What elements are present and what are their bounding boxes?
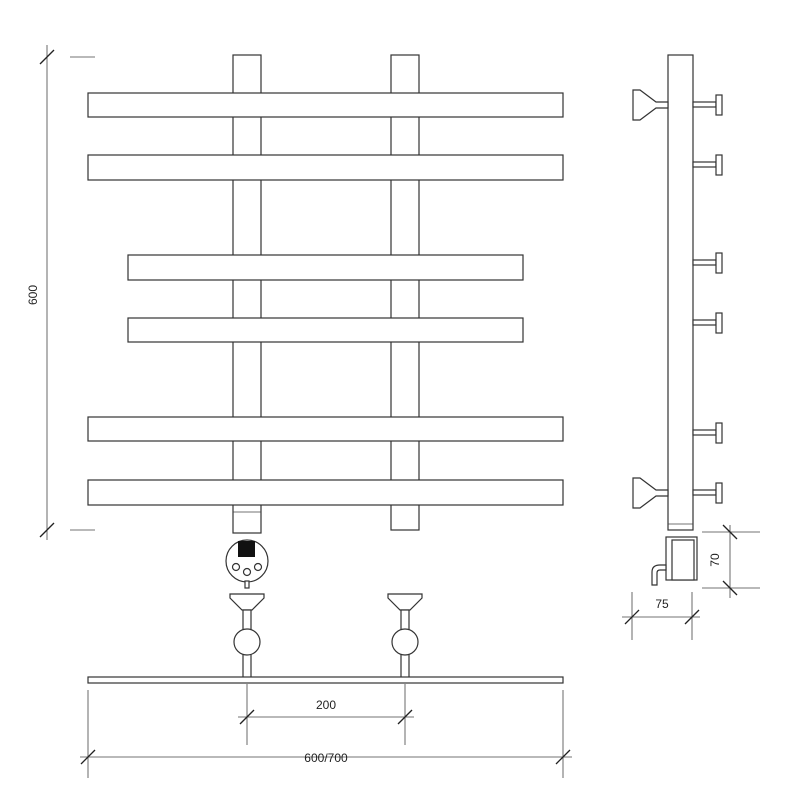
heater-height-dimension: 70: [702, 524, 760, 598]
side-heater: [651, 536, 698, 586]
side-hooks: [692, 94, 723, 504]
bar-1: [87, 92, 564, 118]
side-view: [632, 54, 723, 586]
left-post: [232, 54, 262, 534]
bar-3: [127, 254, 524, 281]
front-view: [87, 54, 564, 684]
mount-spacing-dimension: 200: [238, 684, 414, 745]
wall-mount-left: [229, 593, 265, 679]
depth-dimension: 75: [622, 592, 700, 640]
height-label: 600: [26, 285, 40, 305]
mount-spacing-label: 200: [316, 698, 336, 712]
heater-control: [225, 539, 269, 589]
height-dimension: 600: [26, 45, 95, 540]
wall-line: [87, 676, 564, 684]
bar-4: [127, 317, 524, 343]
bar-6: [87, 479, 564, 506]
bar-5: [87, 416, 564, 442]
depth-label: 75: [655, 597, 669, 611]
bar-2: [87, 154, 564, 181]
heater-height-label: 70: [708, 553, 722, 567]
right-post: [390, 54, 420, 531]
wall-mount-right: [387, 593, 423, 679]
width-label: 600/700: [304, 751, 348, 765]
width-dimension: 600/700: [80, 690, 572, 778]
